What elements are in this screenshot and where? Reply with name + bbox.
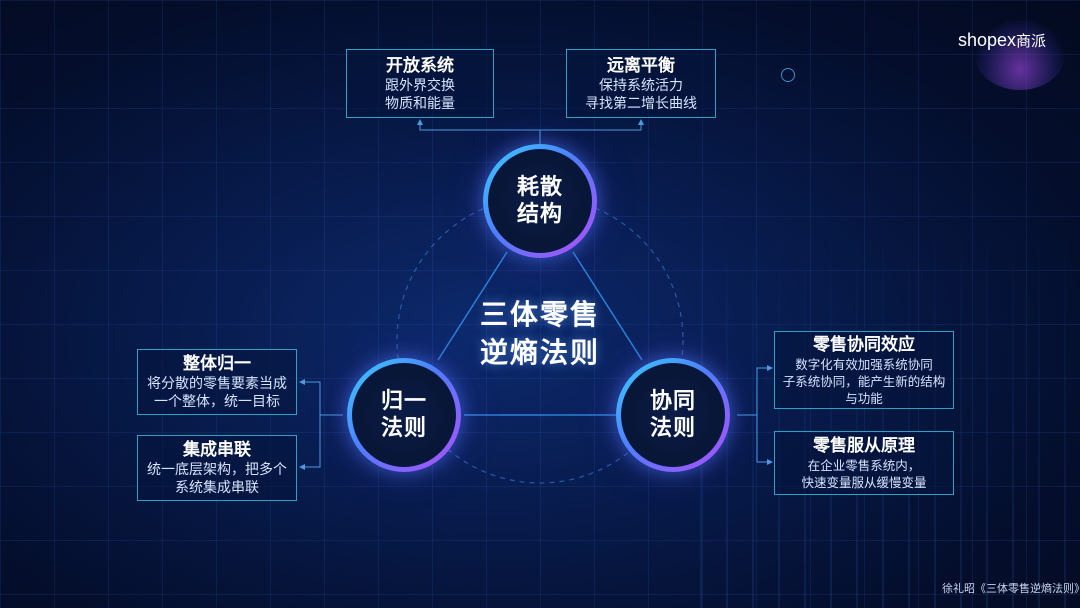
node-dissipative-structure: 耗散 结构 bbox=[483, 144, 597, 258]
node-unification-rule: 归一 法则 bbox=[347, 358, 461, 472]
box-line: 保持系统活力 bbox=[599, 77, 683, 94]
box-line: 与功能 bbox=[845, 390, 883, 406]
box-retail-slaving: 零售服从原理 在企业零售系统内， 快速变量服从缓慢变量 bbox=[774, 431, 954, 495]
box-line: 系统集成串联 bbox=[175, 480, 259, 496]
box-line: 跟外界交换 bbox=[385, 77, 455, 94]
node-synergy-rule: 协同 法则 bbox=[616, 358, 730, 472]
box-line: 在企业零售系统内， bbox=[807, 458, 921, 473]
center-title: 三体零售 逆熵法则 bbox=[455, 296, 625, 372]
node-label: 协同 bbox=[649, 389, 696, 414]
node-label: 法则 bbox=[380, 416, 427, 441]
box-line: 将分散的零售要素当成 bbox=[147, 376, 287, 392]
box-title: 零售协同效应 bbox=[813, 334, 915, 355]
box-far-from-equilibrium: 远离平衡 保持系统活力 寻找第二增长曲线 bbox=[566, 49, 716, 118]
box-line: 寻找第二增长曲线 bbox=[585, 95, 697, 112]
node-label: 结构 bbox=[516, 202, 563, 227]
logo-brand: shopex bbox=[958, 30, 1017, 50]
connector-right-1 bbox=[737, 365, 773, 416]
logo-brand-cn: 商派 bbox=[1016, 33, 1047, 50]
box-line: 快速变量服从缓慢变量 bbox=[801, 475, 927, 490]
footer-credit: 徐礼昭《三体零售逆熵法则》 bbox=[942, 582, 1080, 595]
brand-logo: shopex商派 bbox=[958, 30, 1046, 51]
box-line: 统一底层架构，把多个 bbox=[147, 462, 287, 478]
connector-top bbox=[417, 119, 541, 145]
box-title: 零售服从原理 bbox=[813, 436, 915, 456]
logo-glow bbox=[975, 20, 1065, 90]
box-unify-whole: 整体归一 将分散的零售要素当成 一个整体，统一目标 bbox=[137, 349, 297, 415]
edge-top-left bbox=[437, 251, 508, 361]
box-retail-synergy: 零售协同效应 数字化有效加强系统协同 子系统协同，能产生新的结构 与功能 bbox=[774, 331, 954, 409]
decorative-ring bbox=[781, 68, 795, 82]
connector-right-2 bbox=[756, 415, 773, 465]
connector-left-1 bbox=[299, 379, 343, 416]
connector-top-right bbox=[540, 119, 644, 131]
node-label: 归一 bbox=[380, 389, 427, 414]
center-title-line: 逆熵法则 bbox=[479, 336, 600, 369]
node-label: 耗散 bbox=[516, 175, 563, 200]
box-line: 子系统协同，能产生新的结构 bbox=[782, 373, 946, 389]
center-title-line: 三体零售 bbox=[479, 298, 600, 331]
node-label: 法则 bbox=[649, 416, 696, 441]
box-integrate-serial: 集成串联 统一底层架构，把多个 系统集成串联 bbox=[137, 435, 297, 501]
box-title: 开放系统 bbox=[386, 55, 454, 76]
box-title: 整体归一 bbox=[183, 354, 251, 374]
box-title: 远离平衡 bbox=[607, 55, 675, 76]
connector-left-2 bbox=[299, 415, 321, 470]
edge-top-right bbox=[572, 251, 643, 361]
box-line: 一个整体，统一目标 bbox=[154, 394, 280, 410]
box-line: 数字化有效加强系统协同 bbox=[795, 356, 933, 372]
box-line: 物质和能量 bbox=[385, 95, 455, 112]
box-title: 集成串联 bbox=[183, 440, 251, 460]
box-open-system: 开放系统 跟外界交换 物质和能量 bbox=[346, 49, 494, 118]
